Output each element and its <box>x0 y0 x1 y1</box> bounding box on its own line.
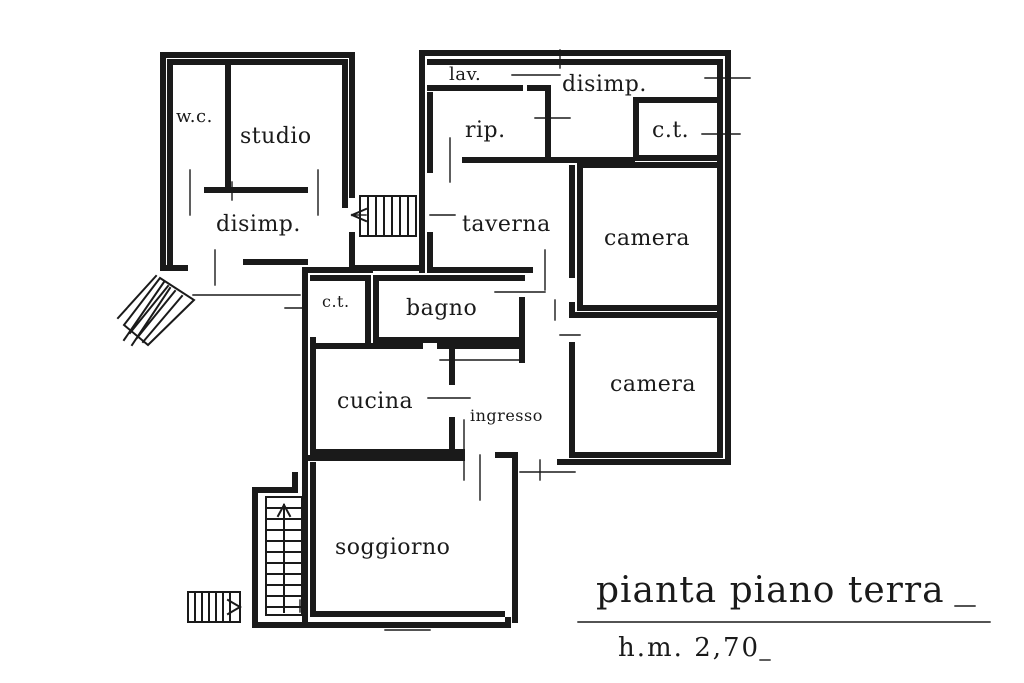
room-label-disimp-top: disimp. <box>562 72 647 97</box>
room-label-soggiorno: soggiorno <box>335 535 451 560</box>
room-label-ct-center: c.t. <box>322 292 350 311</box>
room-label-lav: lav. <box>449 64 482 85</box>
room-label-camera-bottom: camera <box>610 372 696 397</box>
room-label-wc: w.c. <box>176 106 213 127</box>
room-label-ct-right: c.t. <box>652 118 690 143</box>
plan-title: pianta piano terra <box>596 570 945 611</box>
title-underline <box>577 605 991 661</box>
stairs-top <box>350 195 417 237</box>
room-label-bagno: bagno <box>406 296 478 321</box>
stairs-entrance <box>187 591 242 623</box>
centre-walls <box>252 267 525 628</box>
room-label-studio: studio <box>240 124 312 149</box>
room-label-camera-top: camera <box>604 226 690 251</box>
room-label-disimp-left: disimp. <box>216 212 301 237</box>
left-wing-walls <box>160 52 423 271</box>
room-label-cucina: cucina <box>337 389 414 414</box>
stairs-diagonal <box>116 274 196 347</box>
room-label-ingresso: ingresso <box>470 406 543 425</box>
right-wing-walls <box>419 50 731 465</box>
stairs-vertical <box>265 496 303 616</box>
room-label-taverna: taverna <box>462 212 551 237</box>
plan-subtitle: h.m. 2,70 <box>618 633 761 663</box>
room-label-rip: rip. <box>465 118 506 143</box>
